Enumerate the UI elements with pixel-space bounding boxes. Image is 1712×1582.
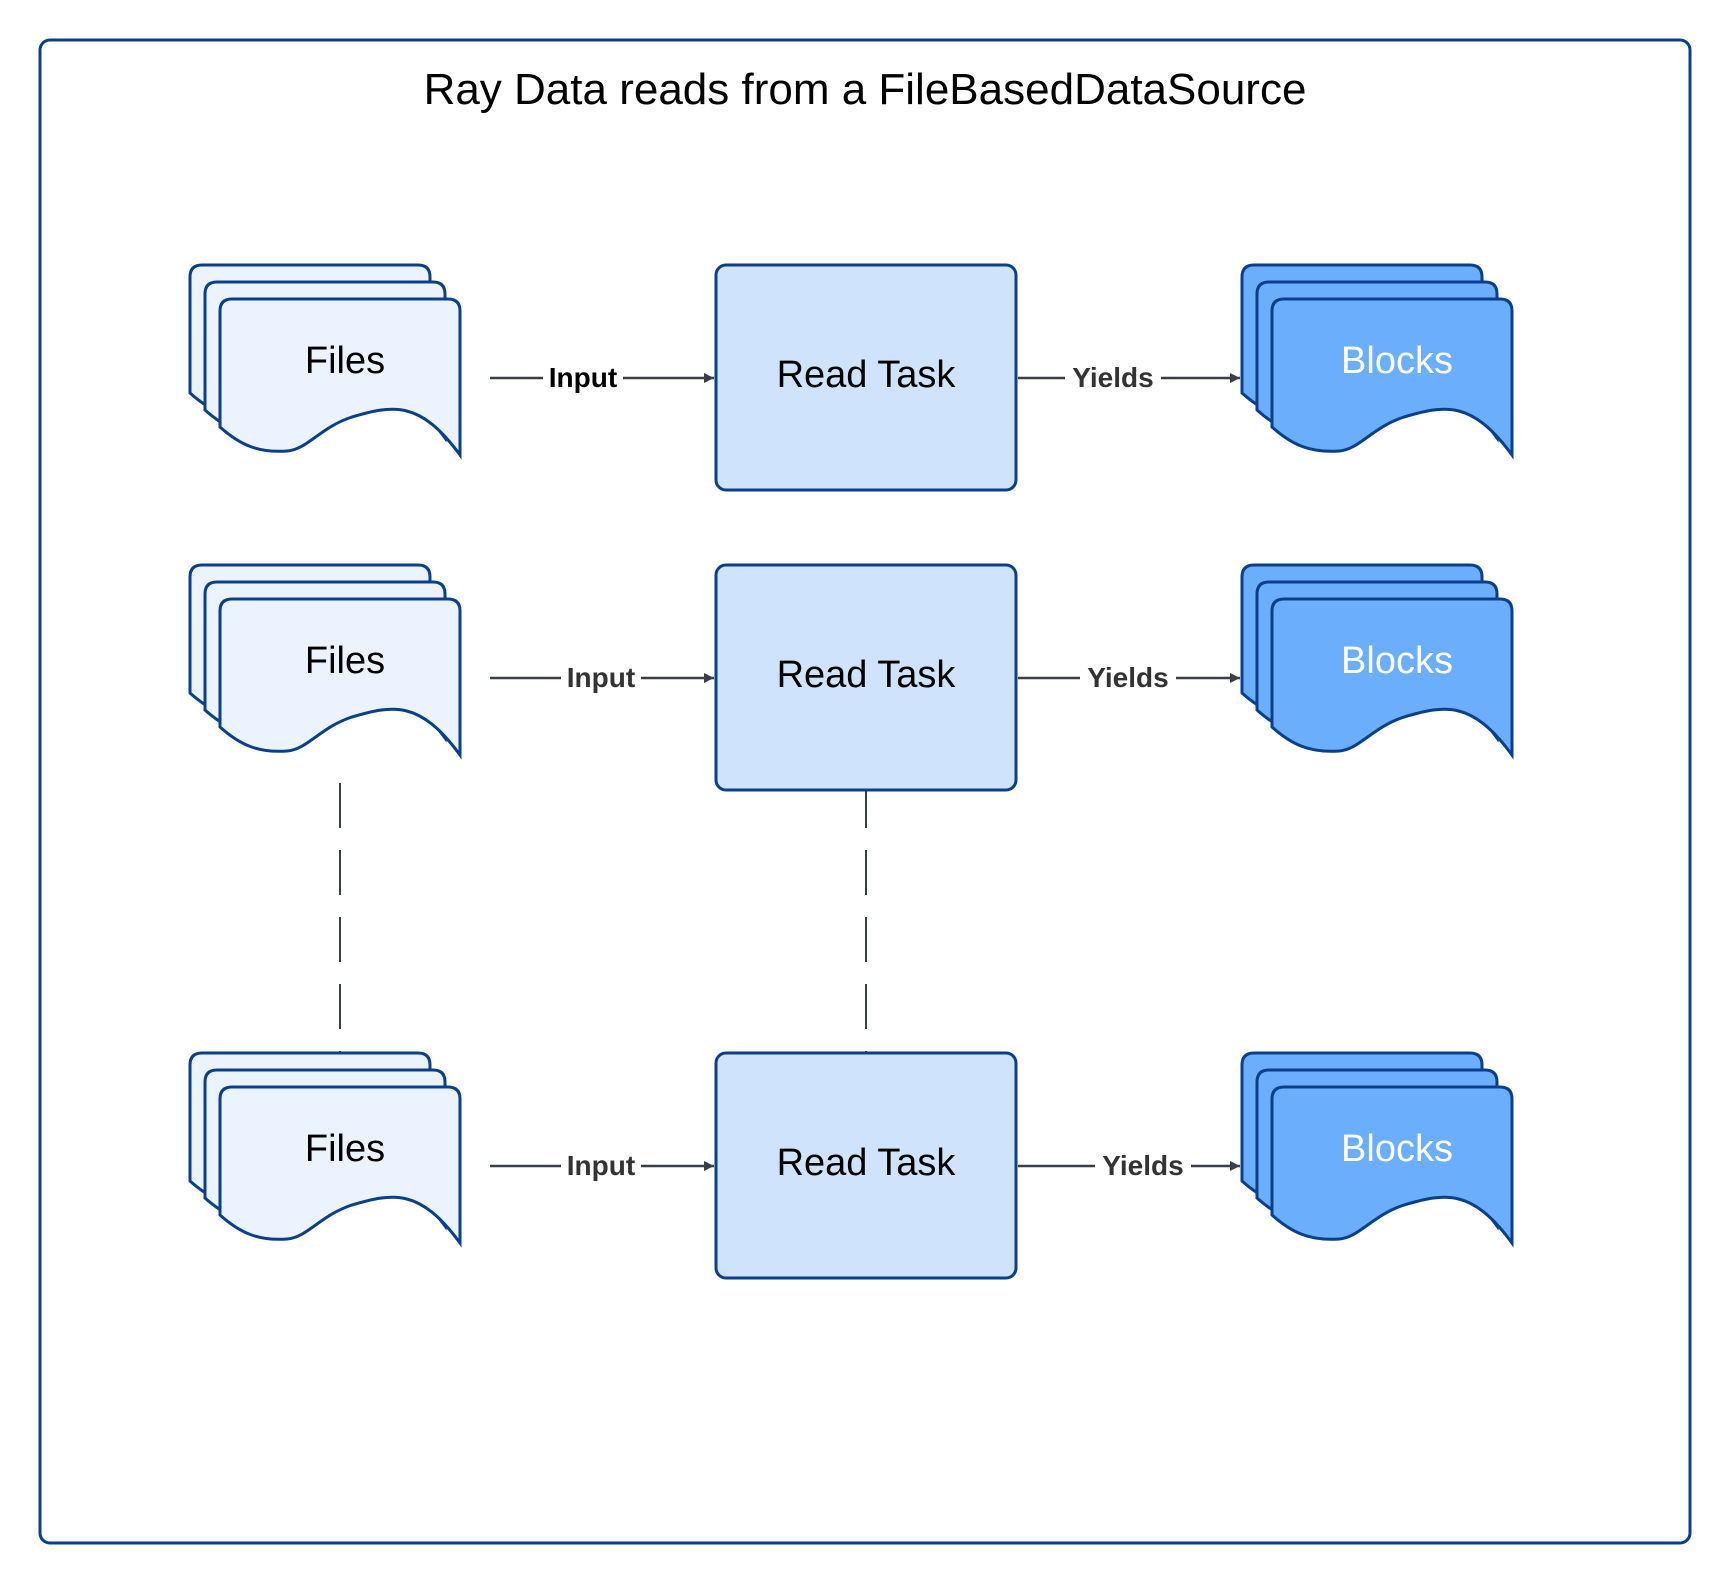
input-arrow: Input [490, 1150, 714, 1181]
blocks-label: Blocks [1341, 1128, 1453, 1170]
files-label: Files [305, 340, 385, 382]
input-label-bg [543, 362, 623, 392]
blocks-sheet-3 [1270, 1085, 1514, 1248]
diagram-title: Ray Data reads from a FileBasedDataSourc… [424, 65, 1307, 114]
read-task-rect [714, 263, 1018, 492]
input-arrow: Input [490, 662, 714, 693]
blocks-sheet-3 [1270, 297, 1514, 460]
blocks-stack: Blocks [1240, 1051, 1514, 1248]
blocks-label: Blocks [1341, 340, 1453, 382]
read-task-label: Read Task [777, 654, 957, 696]
yields-label: Yields [1072, 362, 1153, 393]
files-label: Files [305, 1128, 385, 1170]
files-stack: Files [188, 563, 462, 760]
yields-label-bg [1095, 1150, 1191, 1180]
yields-label-bg [1065, 362, 1161, 392]
read-task-box: Read Task [714, 563, 1018, 792]
yields-arrow: Yields [1018, 662, 1240, 693]
input-label-bg [561, 662, 641, 692]
files-sheet-3 [218, 1085, 462, 1248]
yields-label: Yields [1102, 1150, 1183, 1181]
files-stack: Files [188, 1051, 462, 1248]
files-sheet-3 [218, 297, 462, 460]
input-label: Input [549, 362, 617, 393]
blocks-sheet-3 [1270, 597, 1514, 760]
blocks-stack: Blocks [1240, 263, 1514, 460]
yields-label-bg [1080, 662, 1176, 692]
files-stack: Files [188, 263, 462, 460]
blocks-stack: Blocks [1240, 563, 1514, 760]
blocks-label: Blocks [1341, 640, 1453, 682]
input-label: Input [567, 662, 635, 693]
input-label-bg [561, 1150, 641, 1180]
read-task-rect [714, 563, 1018, 792]
read-task-box: Read Task [714, 263, 1018, 492]
yields-arrow: Yields [1018, 362, 1240, 393]
input-label: Input [567, 1150, 635, 1181]
files-label: Files [305, 640, 385, 682]
yields-label: Yields [1087, 662, 1168, 693]
read-task-label: Read Task [777, 1142, 957, 1184]
yields-arrow: Yields [1018, 1150, 1240, 1181]
ellipsis-connectors [339, 783, 867, 1052]
read-task-label: Read Task [777, 354, 957, 396]
read-task-rect [714, 1051, 1018, 1280]
input-arrow: Input [490, 362, 714, 393]
read-task-box: Read Task [714, 1051, 1018, 1280]
files-sheet-3 [218, 597, 462, 760]
